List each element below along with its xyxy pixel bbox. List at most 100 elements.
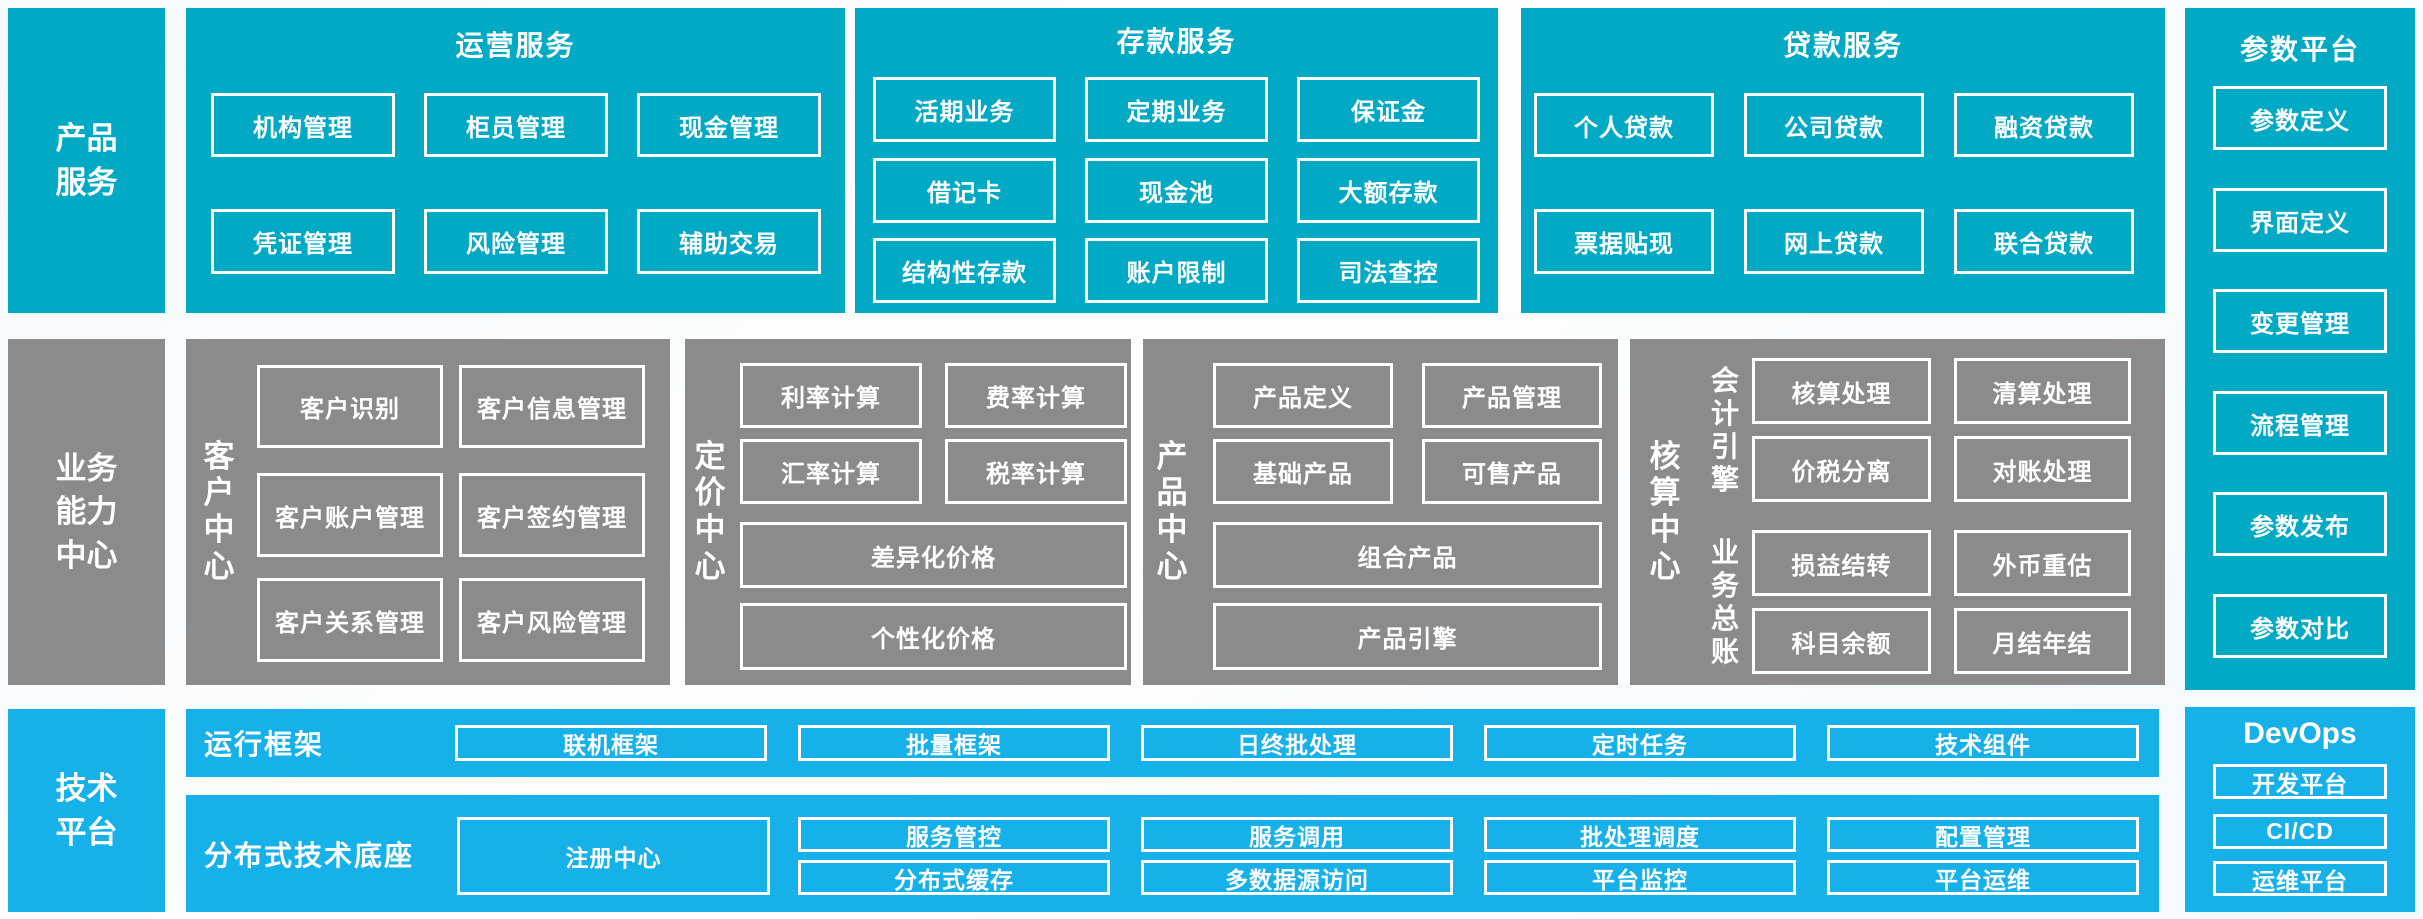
module-box: 产品管理: [1422, 363, 1602, 428]
module-box: 现金池: [1085, 158, 1268, 223]
module-box: 客户签约管理: [459, 473, 645, 557]
panel-product-center: 产品中心 产品定义 产品管理 基础产品 可售产品 组合产品 产品引擎: [1143, 339, 1618, 685]
module-box: 凭证管理: [211, 209, 395, 274]
module-box: 损益结转: [1752, 530, 1931, 596]
module-box-wide: 组合产品: [1213, 522, 1602, 588]
module-box: 利率计算: [740, 363, 922, 428]
module-box: 变更管理: [2213, 289, 2387, 353]
module-box: 联机框架: [455, 725, 767, 761]
module-box: 界面定义: [2213, 188, 2387, 252]
module-box: 开发平台: [2213, 764, 2387, 799]
module-box: 汇率计算: [740, 439, 922, 504]
module-box: 司法查控: [1297, 238, 1480, 303]
module-box: 外币重估: [1954, 530, 2131, 596]
module-box: 日终批处理: [1141, 725, 1453, 761]
module-box: 客户信息管理: [459, 365, 645, 448]
panel-vertical-label: 客户中心: [203, 438, 235, 584]
module-box: 可售产品: [1422, 439, 1602, 504]
module-box: 辅助交易: [637, 209, 821, 274]
module-box: 产品定义: [1213, 363, 1393, 428]
module-box: 参数发布: [2213, 492, 2387, 556]
module-box: 公司贷款: [1744, 93, 1924, 157]
group-vertical-label-business-ledger: 业务总账: [1710, 536, 1739, 668]
module-box: 大额存款: [1297, 158, 1480, 223]
sidebar-label-product-services: 产品 服务: [8, 8, 165, 313]
module-box: 柜员管理: [424, 93, 608, 157]
sidebar-label-line: 产品: [55, 121, 118, 157]
module-box: 保证金: [1297, 77, 1480, 142]
panel-vertical-label: 核算中心: [1649, 438, 1681, 584]
module-box: 基础产品: [1213, 439, 1393, 504]
module-box: 客户识别: [257, 365, 443, 448]
module-box: 客户风险管理: [459, 578, 645, 662]
module-box: 结构性存款: [873, 238, 1056, 303]
sidebar-label-line: 业务: [55, 450, 118, 486]
module-box: 风险管理: [424, 209, 608, 274]
panel-deposit-services: 存款服务 活期业务 定期业务 保证金 借记卡 现金池 大额存款 结构性存款 账户…: [855, 8, 1498, 313]
panel-title: DevOps: [2243, 717, 2357, 750]
panel-accounting-center: 核算中心 会计引擎 业务总账 核算处理 清算处理 价税分离 对账处理 损益结转 …: [1630, 339, 2165, 685]
panel-customer-center: 客户中心 客户识别 客户信息管理 客户账户管理 客户签约管理 客户关系管理 客户…: [186, 339, 670, 685]
panel-parameter-platform: 参数平台 参数定义 界面定义 变更管理 流程管理 参数发布 参数对比: [2185, 8, 2415, 690]
module-box: 个人贷款: [1534, 93, 1714, 157]
module-box: 平台运维: [1827, 860, 2139, 895]
module-box: 月结年结: [1954, 608, 2131, 674]
module-box: 批处理调度: [1484, 817, 1796, 852]
module-box: 配置管理: [1827, 817, 2139, 852]
sidebar-label-line: 技术: [55, 771, 118, 807]
module-box: 联合贷款: [1954, 209, 2134, 274]
module-box: 对账处理: [1954, 436, 2131, 502]
sidebar-label-line: 服务: [55, 164, 118, 200]
module-box: 分布式缓存: [798, 860, 1110, 895]
module-box: CI/CD: [2213, 814, 2387, 849]
panel-title: 贷款服务: [1782, 30, 1903, 61]
module-box: 多数据源访问: [1141, 860, 1453, 895]
module-box: 核算处理: [1752, 358, 1931, 424]
module-box: 费率计算: [945, 363, 1127, 428]
sidebar-label-tech-platform: 技术 平台: [8, 709, 165, 912]
module-box-wide: 个性化价格: [740, 603, 1127, 670]
panel-pricing-center: 定价中心 利率计算 费率计算 汇率计算 税率计算 差异化价格 个性化价格: [685, 339, 1131, 685]
module-box: 服务管控: [798, 817, 1110, 852]
module-box: 流程管理: [2213, 391, 2387, 455]
sidebar-label-business-capability-center: 业务 能力 中心: [8, 339, 165, 685]
panel-vertical-label: 定价中心: [694, 438, 726, 584]
panel-operations-services: 运营服务 机构管理 柜员管理 现金管理 凭证管理 风险管理 辅助交易: [186, 8, 845, 313]
module-box: 票据贴现: [1534, 209, 1714, 274]
panel-runtime-framework: 运行框架 联机框架 批量框架 日终批处理 定时任务 技术组件: [186, 709, 2159, 777]
panel-devops: DevOps 开发平台 CI/CD 运维平台: [2185, 707, 2415, 912]
module-box: 平台监控: [1484, 860, 1796, 895]
module-box: 科目余额: [1752, 608, 1931, 674]
module-box: 机构管理: [211, 93, 395, 157]
sidebar-label-line: 中心: [55, 537, 118, 573]
panel-vertical-label: 产品中心: [1156, 438, 1188, 584]
panel-distributed-tech-base: 分布式技术底座 注册中心 服务管控 分布式缓存 服务调用 多数据源访问 批处理调…: [186, 795, 2159, 912]
module-box: 运维平台: [2213, 861, 2387, 896]
panel-label: 运行框架: [204, 729, 325, 760]
module-box: 网上贷款: [1744, 209, 1924, 274]
module-box: 批量框架: [798, 725, 1110, 761]
panel-loan-services: 贷款服务 个人贷款 公司贷款 融资贷款 票据贴现 网上贷款 联合贷款: [1521, 8, 2165, 313]
group-vertical-label-accounting-engine: 会计引擎: [1710, 364, 1739, 496]
panel-title: 运营服务: [455, 30, 576, 61]
module-box: 现金管理: [637, 93, 821, 157]
module-box: 定期业务: [1085, 77, 1268, 142]
sidebar-label-line: 能力: [55, 494, 118, 530]
panel-title: 参数平台: [2239, 34, 2360, 65]
module-box: 清算处理: [1954, 358, 2131, 424]
panel-label: 分布式技术底座: [204, 839, 415, 871]
module-box: 服务调用: [1141, 817, 1453, 852]
module-box: 价税分离: [1752, 436, 1931, 502]
panel-title: 存款服务: [1116, 26, 1237, 57]
module-box: 技术组件: [1827, 725, 2139, 761]
module-box: 税率计算: [945, 439, 1127, 504]
module-box-wide: 产品引擎: [1213, 603, 1602, 670]
module-box: 活期业务: [873, 77, 1056, 142]
module-box: 定时任务: [1484, 725, 1796, 761]
module-box: 客户关系管理: [257, 578, 443, 662]
module-box: 账户限制: [1085, 238, 1268, 303]
module-box: 参数对比: [2213, 594, 2387, 658]
module-box-registry: 注册中心: [457, 817, 770, 895]
module-box: 参数定义: [2213, 86, 2387, 150]
